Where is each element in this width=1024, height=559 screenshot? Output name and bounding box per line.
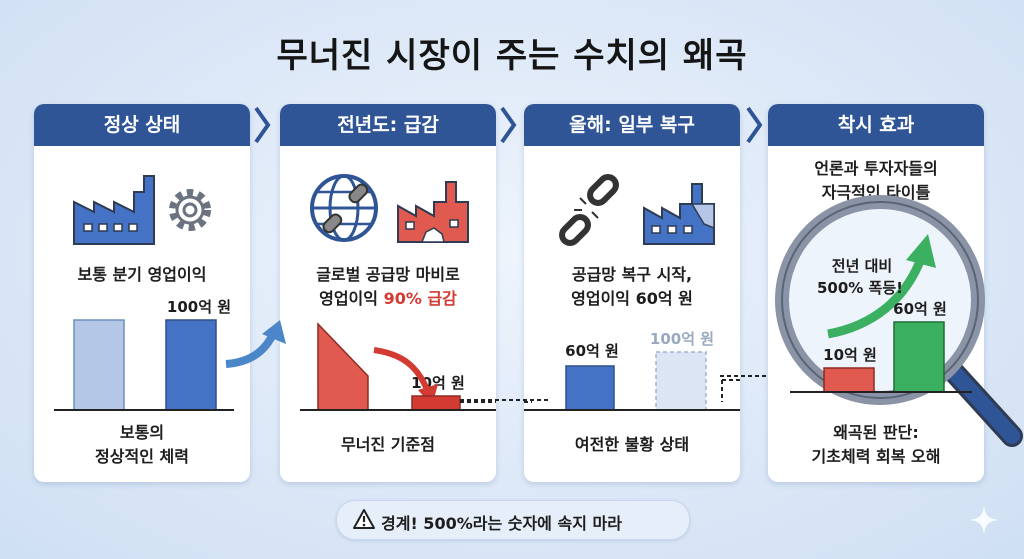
headline-line1: 전년 대비 — [831, 257, 893, 275]
panel-bottom-line1: 보통의 — [119, 423, 165, 442]
page-title: 무너진 시장이 주는 수치의 왜곡 — [276, 36, 748, 76]
connector-dashed-left — [460, 399, 550, 401]
damaged-factory-icon — [397, 181, 469, 243]
magnifier-rim — [781, 201, 979, 399]
magnifier-icon — [775, 195, 1023, 447]
panel-normal: 정상 상태 보통 분기 영업이익 100억 원 보통의 정상적인 체력 — [34, 104, 250, 482]
panel-header: 전년도: 급감 — [280, 104, 496, 146]
drop-bar-chart — [300, 322, 496, 411]
factory-icon — [73, 175, 155, 245]
connector-dashed-right — [720, 375, 810, 377]
panel-caption-line1: 글로벌 공급망 마비로 — [316, 265, 460, 284]
panel-recovery: 올해: 일부 복구 공급망 복구 시작, 영업이익 60억 원 100억 원 6… — [524, 104, 740, 482]
panel-bottom-line2: 기초체력 회복 오해 — [811, 447, 941, 466]
chevron-right-icon — [746, 106, 763, 144]
transition-arrow-head — [262, 320, 286, 344]
bar-normal — [165, 319, 217, 411]
bar-value-label: 100억 원 — [166, 298, 232, 316]
drop-arrow — [373, 347, 431, 394]
ghost-value-label: 100억 원 — [649, 330, 715, 348]
panel-header: 정상 상태 — [34, 104, 250, 146]
panel-caption-line1: 언론과 투자자들의 — [814, 159, 938, 178]
recovery-bar-chart — [524, 351, 740, 411]
sparkle-icon — [970, 506, 998, 534]
panel-icons — [73, 175, 211, 245]
small-bar-label: 10억 원 — [823, 346, 877, 364]
bar-previous-year — [411, 395, 461, 411]
panel-bottom-line2: 정상적인 체력 — [95, 447, 189, 466]
headline-line2: 500% 폭등! — [816, 279, 903, 297]
panel-bottom: 여전한 불황 상태 — [574, 435, 690, 454]
panel-bottom: 무너진 기준점 — [341, 435, 435, 454]
panel-drop: 전년도: 급감 글로벌 공급망 마비로 영업이익 90% 급감 10억 원 무너… — [280, 104, 496, 482]
transition-arrow-body — [225, 330, 278, 368]
panel-icons — [310, 174, 469, 243]
normal-bar-chart — [54, 319, 234, 411]
bar-ghost-normal — [655, 351, 707, 411]
bar-typical — [73, 319, 125, 411]
warning-text: 경계! 500%라는 숫자에 속지 마라 — [381, 514, 622, 533]
bar-this-year — [565, 365, 615, 411]
panel-caption-line1: 공급망 복구 시작, — [571, 265, 693, 284]
growth-arrow — [827, 254, 927, 339]
magnifier-handle — [944, 362, 1020, 444]
chevron-right-icon — [254, 106, 271, 144]
caption-emphasis: 90% 급감 — [383, 289, 457, 308]
panel-icons — [559, 174, 715, 246]
chevron-right-icon — [500, 106, 517, 144]
panel-caption-line2: 영업이익 90% 급감 — [280, 288, 496, 310]
panel-caption-line2: 영업이익 60억 원 — [571, 289, 693, 308]
broken-chain-icon — [559, 174, 619, 246]
recovering-factory-icon — [643, 183, 715, 245]
broken-globe-chain-icon — [310, 174, 378, 242]
panel-header: 올해: 일부 복구 — [524, 104, 740, 146]
panel-caption: 보통 분기 영업이익 — [77, 265, 207, 284]
panel-caption-line2: 자극적인 타이틀 — [821, 183, 931, 202]
large-bar-label: 60억 원 — [893, 300, 947, 318]
bar-small — [823, 367, 875, 393]
panel-bottom-line1: 왜곡된 판단: — [833, 423, 919, 442]
bar-value-label: 60억 원 — [565, 342, 619, 360]
up-arrow-icon — [906, 234, 936, 268]
caption-prefix: 영업이익 — [319, 289, 384, 308]
gear-icon — [169, 189, 211, 231]
panel-header: 착시 효과 — [768, 104, 984, 146]
bar-falling — [317, 322, 369, 411]
bar-large — [893, 321, 945, 393]
warning-icon — [353, 509, 375, 529]
transition-arrow — [225, 320, 286, 368]
warning-banner: 경계! 500%라는 숫자에 속지 마라 — [336, 500, 690, 540]
